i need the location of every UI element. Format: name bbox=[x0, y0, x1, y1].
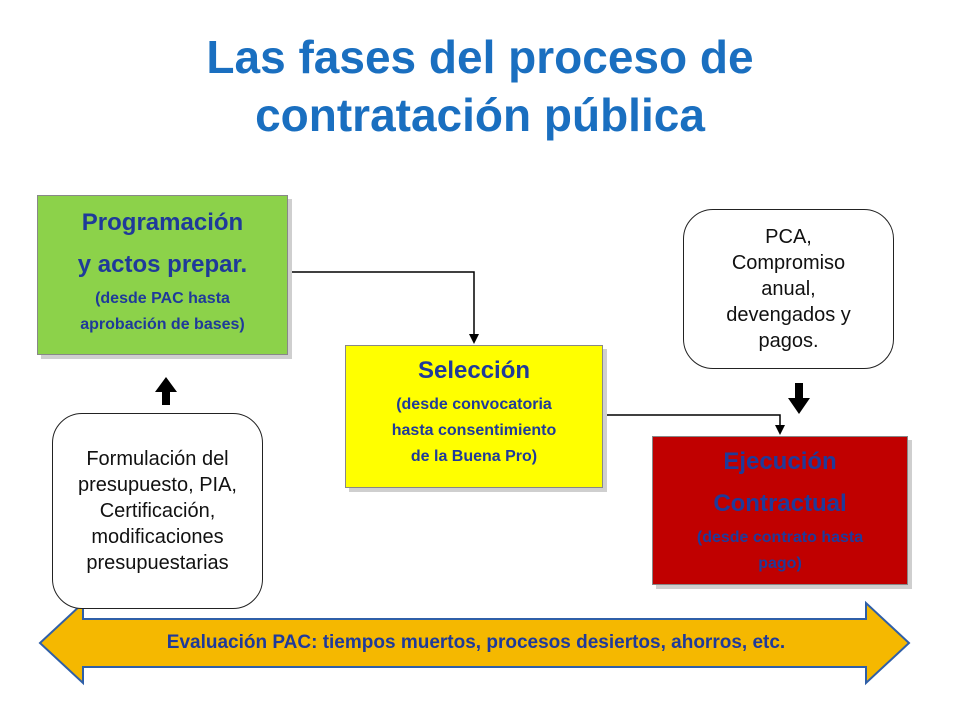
ejecucion-sub-line-2: pago) bbox=[758, 555, 802, 572]
page-title-line-2: contratación pública bbox=[255, 89, 705, 141]
connector-seleccion-ejecucion bbox=[603, 414, 785, 435]
programacion-sub-line-1: (desde PAC hasta bbox=[95, 290, 230, 307]
down-arrow-icon bbox=[788, 383, 810, 414]
page-title: Las fases del proceso de contratación pú… bbox=[0, 28, 960, 144]
pca-note-line: Compromiso bbox=[731, 252, 846, 274]
programacion-title-line-1: Programación bbox=[81, 209, 244, 236]
page-title-line-1: Las fases del proceso de bbox=[206, 31, 754, 83]
pca-note-line: pagos. bbox=[758, 330, 819, 352]
presupuesto-note: Formulación del presupuesto, PIA, Certif… bbox=[52, 413, 263, 609]
programacion-sub-line-2: aprobación de bases) bbox=[80, 316, 245, 333]
ejecucion-title-line-2: Contractual bbox=[713, 490, 847, 517]
up-arrow-icon bbox=[155, 377, 177, 405]
programacion-box: Programación y actos prepar. (desde PAC … bbox=[37, 195, 288, 355]
programacion-title-line-2: y actos prepar. bbox=[77, 251, 248, 278]
seleccion-box: Selección (desde convocatoria hasta cons… bbox=[345, 345, 603, 488]
seleccion-sub-line-1: (desde convocatoria bbox=[396, 396, 552, 413]
ejecucion-sub-line-1: (desde contrato hasta bbox=[696, 529, 864, 546]
pca-note: PCA, Compromiso anual, devengados y pago… bbox=[683, 209, 894, 369]
seleccion-sub-line-2: hasta consentimiento bbox=[391, 422, 557, 439]
connector-programacion-seleccion bbox=[290, 271, 479, 344]
presupuesto-note-line: modificaciones bbox=[91, 526, 224, 548]
evaluacion-banner-text: Evaluación PAC: tiempos muertos, proceso… bbox=[166, 632, 786, 653]
pca-note-line: anual, bbox=[761, 278, 816, 300]
presupuesto-note-line: presupuesto, PIA, bbox=[78, 474, 237, 496]
seleccion-title: Selección bbox=[417, 357, 531, 384]
ejecucion-box: Ejecución Contractual (desde contrato ha… bbox=[652, 436, 908, 585]
pca-note-line: PCA, bbox=[765, 226, 812, 248]
evaluacion-banner-arrow bbox=[38, 600, 911, 686]
ejecucion-title-line-1: Ejecución bbox=[723, 448, 837, 475]
pca-note-line: devengados y bbox=[726, 304, 851, 326]
presupuesto-note-line: Certificación, bbox=[99, 500, 216, 522]
seleccion-sub-line-3: de la Buena Pro) bbox=[410, 448, 538, 465]
presupuesto-note-line: presupuestarias bbox=[86, 552, 229, 574]
presupuesto-note-line: Formulación del bbox=[86, 448, 229, 470]
